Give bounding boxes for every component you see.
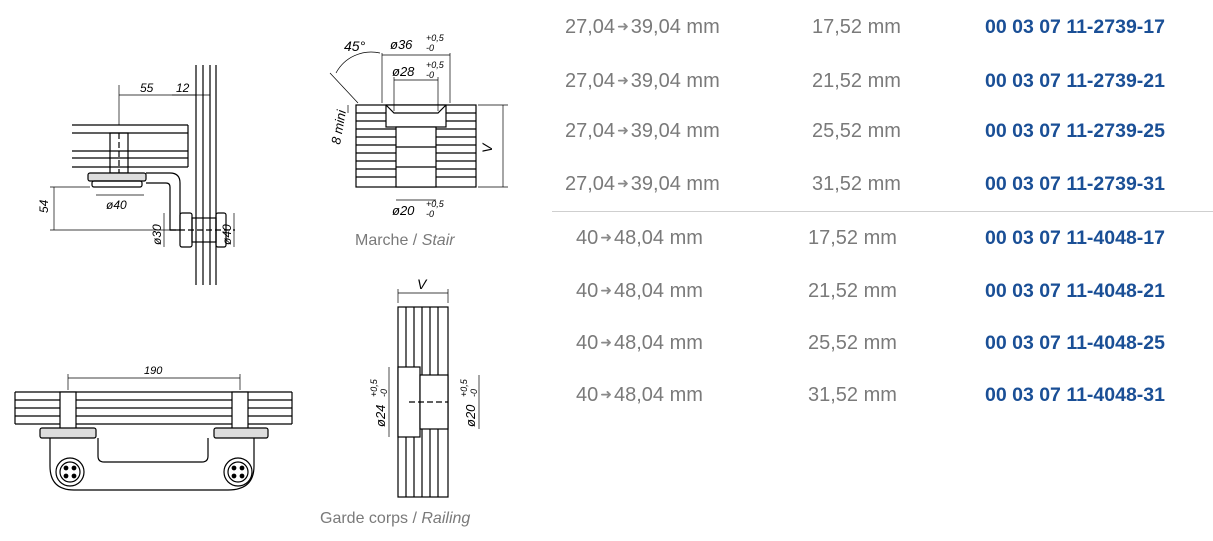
range-to: 39,04 mm [630, 173, 720, 195]
thickness-cell: 21,52 mm [812, 70, 901, 92]
table-row: 40➜48,04 mm 17,52 mm 00 03 07 11-4048-17 [552, 215, 1213, 267]
stair-caption-fr: Marche / [355, 232, 422, 249]
dim-d40-plate: ø40 [106, 198, 127, 212]
range-to: 39,04 mm [630, 16, 720, 38]
dim-d20-tol-bot: -0 [426, 209, 434, 219]
table-row: 27,04➜39,04 mm 17,52 mm 00 03 07 11-2739… [552, 4, 1213, 56]
table-row: 40➜48,04 mm 25,52 mm 00 03 07 11-4048-25 [552, 320, 1213, 372]
range-from: 40 [576, 332, 599, 354]
railing-dim-d20-tol-top: +0,5 [459, 378, 469, 397]
table-row: 27,04➜39,04 mm 25,52 mm 00 03 07 11-2739… [552, 108, 1213, 160]
arrow-icon: ➜ [600, 282, 612, 298]
range-to: 48,04 mm [613, 227, 703, 249]
dim-v: V [479, 142, 495, 153]
dim-d28: ø28 [392, 64, 415, 79]
dim-12: 12 [176, 81, 190, 95]
range-to: 39,04 mm [630, 120, 720, 142]
dim-d20: ø20 [392, 203, 415, 218]
railing-section-drawing: V ø24 +0,5 -0 ø20 +0,5 -0 [369, 276, 480, 498]
range-cell: 27,04➜39,04 mm [565, 16, 720, 39]
reference-cell: 00 03 07 11-4048-17 [985, 227, 1165, 249]
railing-caption-en: Railing [421, 510, 471, 527]
arrow-icon: ➜ [600, 229, 612, 245]
range-from: 40 [576, 280, 599, 302]
range-cell: 27,04➜39,04 mm [565, 173, 720, 196]
range-to: 48,04 mm [613, 280, 703, 302]
railing-dim-d24: ø24 [373, 405, 388, 427]
thickness-cell: 17,52 mm [812, 16, 901, 38]
dim-d36-tol-top: +0,5 [426, 33, 445, 43]
dim-55: 55 [140, 81, 154, 95]
railing-dim-v: V [417, 276, 428, 292]
dim-8-mini: 8 mini [328, 108, 349, 146]
railing-caption: Garde corps / Railing [320, 510, 470, 528]
reference-cell: 00 03 07 11-4048-25 [985, 332, 1165, 354]
range-cell: 27,04➜39,04 mm [565, 70, 720, 93]
reference-cell: 00 03 07 11-2739-25 [985, 120, 1165, 142]
range-cell: 40➜48,04 mm [576, 332, 703, 355]
railing-dim-d24-tol-bot: -0 [379, 389, 389, 397]
range-cell: 40➜48,04 mm [576, 227, 703, 250]
table-row: 40➜48,04 mm 21,52 mm 00 03 07 11-4048-21 [552, 268, 1213, 320]
range-from: 40 [576, 227, 599, 249]
arrow-icon: ➜ [617, 72, 629, 88]
range-from: 27,04 [565, 16, 616, 38]
reference-cell: 00 03 07 11-2739-17 [985, 16, 1165, 38]
reference-cell: 00 03 07 11-4048-21 [985, 280, 1165, 302]
dim-54: 54 [37, 199, 51, 213]
top-view-drawing: 190 [14, 365, 293, 491]
range-from: 27,04 [565, 120, 616, 142]
range-from: 40 [576, 384, 599, 406]
range-from: 27,04 [565, 173, 616, 195]
railing-dim-d20-tol-bot: -0 [469, 389, 479, 397]
arrow-icon: ➜ [600, 334, 612, 350]
dim-d30: ø30 [150, 224, 164, 245]
dim-d28-tol-bot: -0 [426, 70, 434, 80]
reference-cell: 00 03 07 11-4048-31 [985, 384, 1165, 406]
thickness-cell: 31,52 mm [808, 384, 897, 406]
range-to: 39,04 mm [630, 70, 720, 92]
dim-d36-tol-bot: -0 [426, 43, 434, 53]
arrow-icon: ➜ [600, 386, 612, 402]
thickness-cell: 17,52 mm [808, 227, 897, 249]
arrow-icon: ➜ [617, 18, 629, 34]
stair-caption-en: Stair [421, 232, 455, 249]
range-cell: 40➜48,04 mm [576, 384, 703, 407]
railing-dim-d24-tol-top: +0,5 [369, 378, 379, 397]
thickness-cell: 25,52 mm [808, 332, 897, 354]
side-view-drawing: 55 12 54 ø40 ø30 ø40 [37, 65, 235, 285]
dim-d20-tol-top: +0,5 [426, 199, 445, 209]
group-divider [552, 211, 1213, 212]
reference-cell: 00 03 07 11-2739-21 [985, 70, 1165, 92]
range-to: 48,04 mm [613, 384, 703, 406]
dim-190: 190 [144, 365, 163, 377]
table-row: 27,04➜39,04 mm 21,52 mm 00 03 07 11-2739… [552, 58, 1213, 110]
arrow-icon: ➜ [617, 122, 629, 138]
stair-caption: Marche / Stair [355, 232, 455, 250]
thickness-cell: 21,52 mm [808, 280, 897, 302]
dim-d28-tol-top: +0,5 [426, 60, 445, 70]
range-cell: 27,04➜39,04 mm [565, 120, 720, 143]
dim-d40-bolt: ø40 [220, 224, 234, 245]
thickness-cell: 25,52 mm [812, 120, 901, 142]
range-from: 27,04 [565, 70, 616, 92]
railing-dim-d20: ø20 [463, 404, 478, 427]
thickness-cell: 31,52 mm [812, 173, 901, 195]
stair-section-drawing: 45° ø36 +0,5 -0 ø28 +0,5 -0 8 mini V ø20… [328, 33, 508, 219]
arrow-icon: ➜ [617, 175, 629, 191]
reference-cell: 00 03 07 11-2739-31 [985, 173, 1165, 195]
angle-45: 45° [344, 38, 366, 54]
range-cell: 40➜48,04 mm [576, 280, 703, 303]
table-row: 27,04➜39,04 mm 31,52 mm 00 03 07 11-2739… [552, 161, 1213, 213]
range-to: 48,04 mm [613, 332, 703, 354]
table-row: 40➜48,04 mm 31,52 mm 00 03 07 11-4048-31 [552, 372, 1213, 424]
railing-caption-fr: Garde corps / [320, 510, 422, 527]
dim-d36: ø36 [390, 37, 413, 52]
